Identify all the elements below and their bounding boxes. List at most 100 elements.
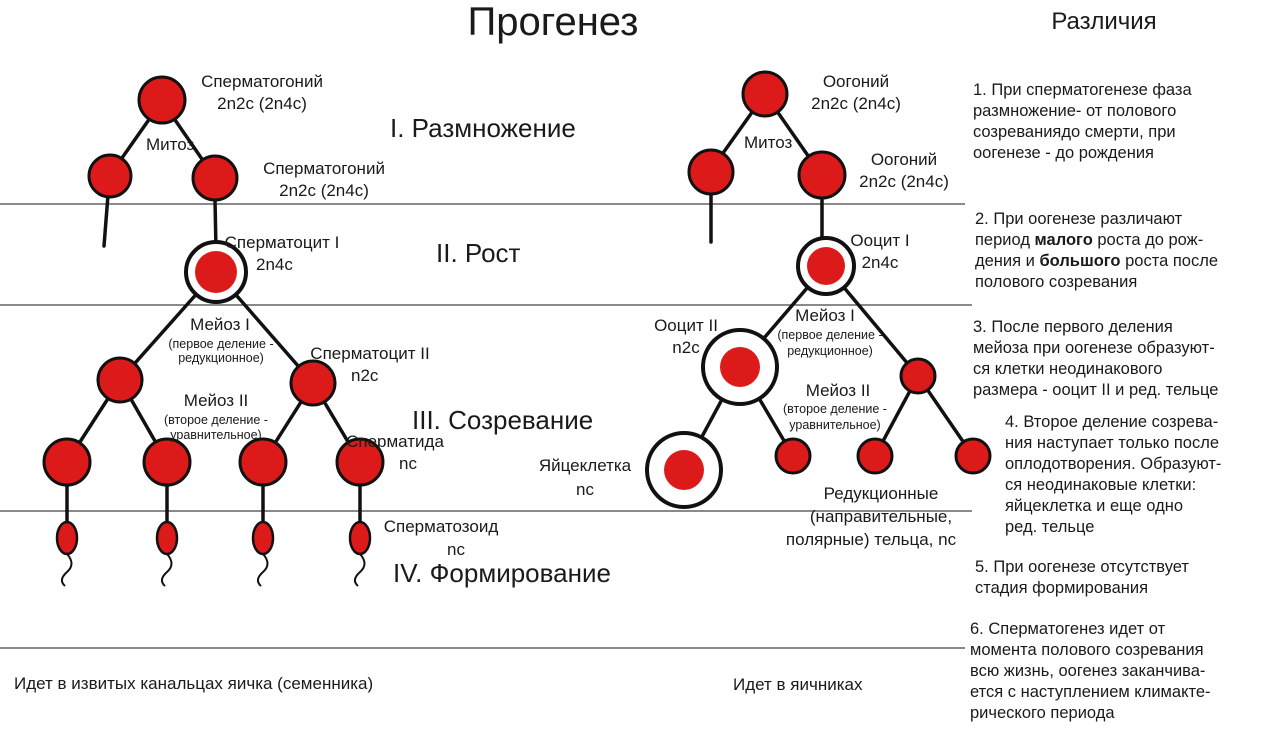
difference-1-line: 1. При сперматогенезе фаза [973, 80, 1192, 101]
difference-1: 1. При сперматогенезе фаза размножение- … [973, 80, 1192, 164]
ovo-location: Идет в яичниках [733, 674, 863, 695]
difference-6: 6. Сперматогенез идет от момента половог… [970, 619, 1211, 724]
spermatozoon-head [57, 522, 77, 554]
difference-3-line: мейоза при оогенезе образуют- [973, 338, 1218, 359]
egg-formula: nc [576, 479, 594, 500]
spermatozoon-head [253, 522, 273, 554]
difference-6-line: ется с наступлением климакте- [970, 682, 1211, 703]
sperm-meiosis2-desc2: уравнительное) [170, 428, 261, 442]
sperm-location: Идет в извитых канальцах яичка (семенник… [14, 673, 373, 694]
oogonium-cell [689, 150, 733, 194]
spermatozoon-head [157, 522, 177, 554]
sperm-meiosis2-desc1: (второе деление - [164, 413, 268, 427]
sperm-meiosis1-desc1: (первое деление - [168, 337, 273, 351]
difference-6-line: 6. Сперматогенез идет от [970, 619, 1211, 640]
ovo-meiosis2-name: Мейоз II [806, 380, 871, 401]
oocyte1-formula: 2n4c [862, 252, 899, 273]
oogonium-cell [799, 152, 845, 198]
spermatogonium-top-name: Сперматогоний [201, 71, 323, 92]
difference-2-text: роста до рож- [1093, 231, 1203, 249]
spermatogonium-cell [139, 77, 185, 123]
spermatogonium-cell [193, 156, 237, 200]
spermatid-cell [44, 439, 90, 485]
ovo-meiosis1-name: Мейоз I [795, 305, 855, 326]
difference-6-line: рического периода [970, 703, 1211, 724]
spermatid-formula: nc [399, 453, 417, 474]
egg-cell [664, 450, 704, 490]
stage-formation-label: IV. Формирование [393, 558, 611, 588]
difference-2-text: дения и [975, 252, 1039, 270]
oocyte1-name: Ооцит I [850, 230, 909, 251]
difference-4-line: ния наступает только после [1005, 433, 1221, 454]
difference-5-line: 5. При оогенезе отсутствует [975, 557, 1189, 578]
spermatozoon-formula: nc [447, 539, 465, 560]
egg-name: Яйцеклетка [539, 455, 631, 476]
ovo-meiosis2-desc1: (второе деление - [783, 402, 887, 416]
page-title: Прогенез [468, 0, 639, 44]
polar-body-cell [901, 359, 935, 393]
difference-4-line: ся неодинаковые клетки: [1005, 475, 1221, 496]
polar-bodies-line1: Редукционные [824, 483, 939, 504]
polar-body-cell [776, 439, 810, 473]
difference-2-bold-small: малого [1035, 231, 1093, 249]
spermatogonium-tail-line [104, 195, 108, 246]
difference-3-line: размера - ооцит II и ред. тельце [973, 380, 1218, 401]
sperm-meiosis1-name: Мейоз I [190, 314, 250, 335]
sperm-mitosis-label: Митоз [146, 134, 194, 155]
oocyte2-formula: n2c [672, 337, 699, 358]
spermatogonium-right-formula: 2n2c (2n4c) [279, 180, 369, 201]
polar-bodies-line2: (направительные, [810, 506, 952, 527]
ovo-meiosis1-desc2: редукционное) [787, 344, 873, 358]
oogonium-right-name: Оогоний [871, 149, 937, 170]
sperm-meiosis2-name: Мейоз II [184, 390, 249, 411]
sperm-meiosis1-desc2: редукционное) [178, 351, 264, 365]
spermatid-name: Сперматида [346, 431, 444, 452]
difference-2-line: полового созревания [975, 272, 1218, 293]
polar-body-cell [956, 439, 990, 473]
polar-bodies-line3: полярные) тельца, nc [786, 529, 956, 550]
difference-4-line: оплодотворения. Образуют- [1005, 454, 1221, 475]
spermatid-cell [144, 439, 190, 485]
oogonium-top-formula: 2n2c (2n4c) [811, 93, 901, 114]
spermatozoon-name: Сперматозоид [384, 516, 499, 537]
ovo-meiosis1-desc1: (первое деление - [777, 328, 882, 342]
difference-5-line: стадия формирования [975, 578, 1189, 599]
difference-4-line: ред. тельце [1005, 517, 1221, 538]
ovo-mitosis-label: Митоз [744, 132, 792, 153]
spermatozoon-tail [355, 554, 365, 586]
difference-2-line: период малого роста до рож- [975, 230, 1218, 251]
spermatocyte2-cell [98, 358, 142, 402]
difference-2-line: дения и большого роста после [975, 251, 1218, 272]
spermatogonium-top-formula: 2n2c (2n4c) [217, 93, 307, 114]
difference-1-line: оогенезе - до рождения [973, 143, 1192, 164]
difference-4-line: яйцеклетка и еще одно [1005, 496, 1221, 517]
difference-4-line: 4. Второе деление созрева- [1005, 412, 1221, 433]
spermatocyte2-name: Сперматоцит II [310, 343, 429, 364]
difference-3-line: 3. После первого деления [973, 317, 1218, 338]
spermatozoon-tail [162, 554, 172, 586]
spermatocyte2-cell [291, 361, 335, 405]
ovo-meiosis2-desc2: уравнительное) [789, 418, 880, 432]
oocyte1-cell [807, 247, 845, 285]
spermatozoon-head [350, 522, 370, 554]
oogonium-top-name: Оогоний [823, 71, 889, 92]
oocyte2-cell [720, 347, 760, 387]
stage-reproduction-label: I. Размножение [390, 113, 576, 143]
difference-2-text: роста после [1121, 252, 1219, 270]
difference-2: 2. При оогенезе различают период малого … [975, 209, 1218, 293]
difference-6-line: всю жизнь, оогенез заканчива- [970, 661, 1211, 682]
differences-title: Различия [1051, 8, 1156, 36]
stage-growth-label: II. Рост [436, 238, 520, 268]
polar-body-cell [858, 439, 892, 473]
difference-2-bold-large: большого [1039, 252, 1120, 270]
spermatozoon-tail [62, 554, 72, 586]
difference-6-line: момента полового созревания [970, 640, 1211, 661]
difference-4: 4. Второе деление созрева- ния наступает… [1005, 412, 1221, 538]
oogonium-right-formula: 2n2c (2n4c) [859, 171, 949, 192]
difference-2-text: период [975, 231, 1035, 249]
oocyte2-name: Ооцит II [654, 315, 718, 336]
oogonium-cell [743, 72, 787, 116]
difference-3: 3. После первого деления мейоза при ооге… [973, 317, 1218, 401]
difference-2-line: 2. При оогенезе различают [975, 209, 1218, 230]
spermatozoon-tail [258, 554, 268, 586]
